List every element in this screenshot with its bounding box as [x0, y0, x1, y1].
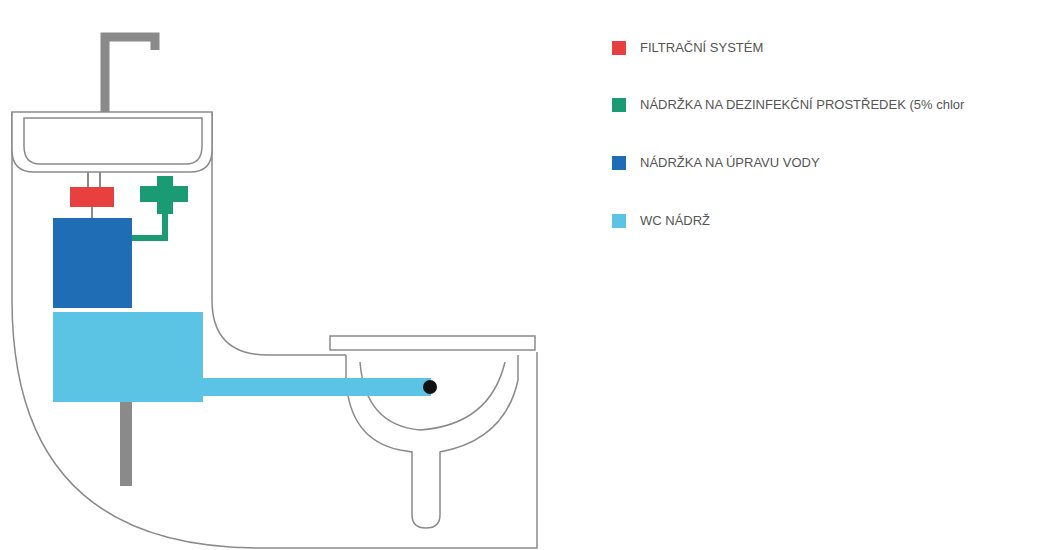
legend-text: WC NÁDRŽ — [640, 213, 710, 229]
sink-basin — [24, 118, 202, 164]
pipe — [99, 172, 101, 188]
legend-swatch — [612, 156, 626, 170]
pipe — [91, 207, 93, 219]
sink-outline — [12, 112, 212, 172]
filter-system — [70, 187, 114, 207]
legend-text: FILTRAČNÍ SYSTÉM — [640, 40, 763, 56]
flush-pipe — [203, 378, 431, 396]
pipe — [87, 172, 89, 188]
wc-tank — [53, 312, 203, 402]
housing-outline — [12, 112, 537, 548]
flush-outlet — [423, 380, 437, 394]
housing-inner-outline — [212, 112, 346, 355]
disinfectant-pipe — [131, 214, 165, 238]
faucet — [105, 37, 155, 118]
legend-text: NÁDRŽKA NA DEZINFEKČNÍ PROSTŘEDEK (5% ch… — [640, 97, 964, 113]
legend-swatch — [612, 214, 626, 228]
disinfectant-tank — [140, 176, 188, 214]
drain-pipe — [120, 400, 132, 486]
legend-text: NÁDRŽKA NA ÚPRAVU VODY — [640, 155, 820, 171]
water-treatment-tank — [53, 218, 132, 308]
legend-swatch — [612, 98, 626, 112]
legend-swatch — [612, 41, 626, 55]
toilet-lid — [330, 336, 535, 350]
